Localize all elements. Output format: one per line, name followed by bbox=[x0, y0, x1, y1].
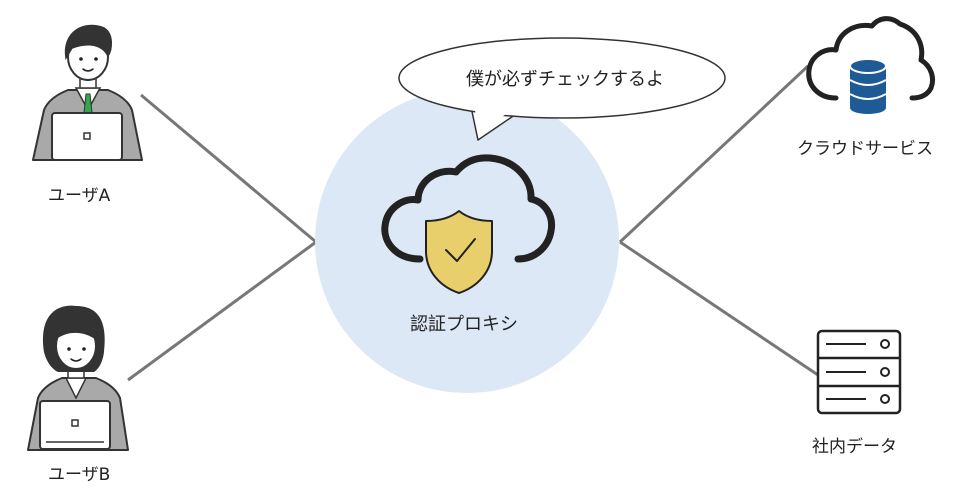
internal-data-label: 社内データ bbox=[812, 437, 897, 457]
user-b-label: ユーザB bbox=[48, 465, 111, 485]
user-a-label: ユーザA bbox=[48, 186, 111, 206]
speech-bubble-text: 僕が必ずチェックするよ bbox=[466, 69, 664, 90]
cloud-database-icon bbox=[806, 16, 936, 114]
speech-bubble bbox=[398, 37, 726, 141]
businesswoman-laptop-icon bbox=[27, 305, 129, 451]
edge-user-b-proxy bbox=[127, 240, 317, 382]
businessman-laptop-icon bbox=[32, 24, 143, 161]
edge-proxy-cloud bbox=[618, 64, 810, 244]
edge-user-a-proxy bbox=[140, 93, 317, 244]
proxy-label: 認証プロキシ bbox=[410, 314, 518, 335]
server-rack-icon bbox=[816, 329, 902, 415]
cloud-shield-check-icon bbox=[381, 154, 556, 294]
edge-proxy-data bbox=[619, 240, 819, 377]
cloud-service-label: クラウドサービス bbox=[797, 139, 933, 159]
